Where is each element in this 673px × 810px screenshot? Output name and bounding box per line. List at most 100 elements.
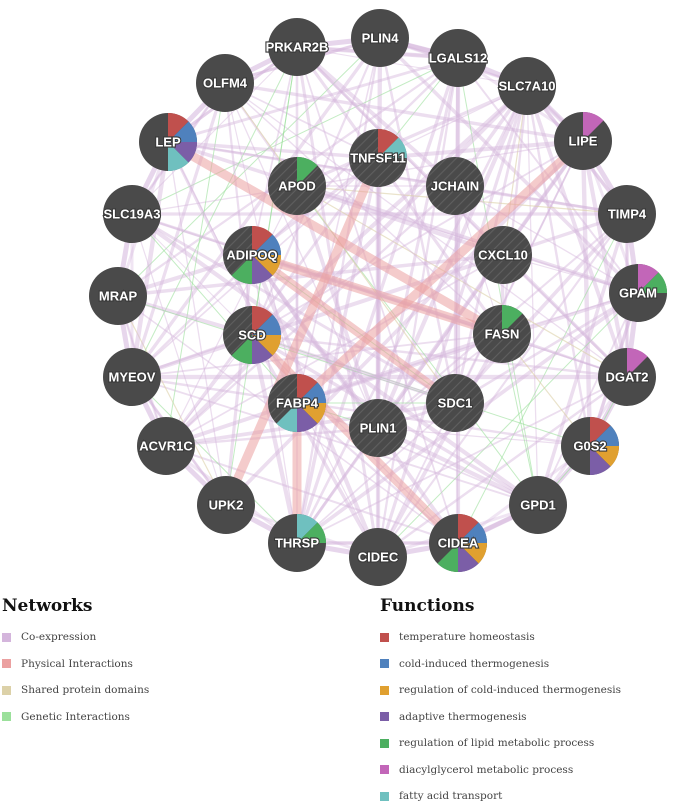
node-circle xyxy=(509,476,567,534)
gene-node-cidea[interactable]: CIDEA xyxy=(429,514,487,572)
node-circle xyxy=(197,476,255,534)
genetic-interaction-edge xyxy=(131,376,298,544)
gene-node-adipoq[interactable]: ADIPOQ xyxy=(223,226,281,284)
gene-node-apod[interactable]: APOD xyxy=(268,157,326,215)
gene-node-gpam[interactable]: GPAM xyxy=(609,264,667,322)
co-expression-edge xyxy=(295,45,504,336)
co-expression-edge xyxy=(166,140,640,295)
co-expression-edge xyxy=(164,156,380,448)
gene-node-cxcl10[interactable]: CXCL10 xyxy=(474,226,532,284)
gene-node-thrsp[interactable]: THRSP xyxy=(268,514,326,572)
node-label: FABP4 xyxy=(276,396,319,411)
gene-node-fasn[interactable]: FASN xyxy=(473,305,531,363)
gene-node-slc7a10[interactable]: SLC7A10 xyxy=(497,57,557,115)
co-expression-edge xyxy=(296,402,456,544)
gene-node-lipe[interactable]: LIPE xyxy=(554,112,612,170)
node-label: GPAM xyxy=(619,286,657,301)
gene-node-scd[interactable]: SCD xyxy=(223,306,281,364)
gene-node-plin4[interactable]: PLIN4 xyxy=(351,9,409,67)
node-circle xyxy=(598,185,656,243)
function-segment xyxy=(276,403,297,432)
gene-node-jchain[interactable]: JCHAIN xyxy=(426,157,484,215)
gene-node-tnfsf11[interactable]: TNFSF11 xyxy=(349,129,407,187)
function-segment xyxy=(583,112,604,141)
co-expression-edge xyxy=(536,212,629,507)
function-legend-swatch xyxy=(380,791,389,801)
co-expression-edge xyxy=(223,81,585,143)
co-expression-edge xyxy=(163,83,530,449)
gene-node-acvr1c[interactable]: ACVR1C xyxy=(137,417,195,475)
function-segment xyxy=(252,335,281,356)
gene-node-plin1[interactable]: PLIN1 xyxy=(349,399,407,457)
network-legend-item: Physical Interactions xyxy=(2,651,149,678)
functions-legend-title: Functions xyxy=(380,596,475,616)
function-legend-swatch xyxy=(380,685,389,695)
gene-node-upk2[interactable]: UPK2 xyxy=(197,476,255,534)
co-expression-edge xyxy=(129,139,171,380)
function-legend-label: diacylglycerol metabolic process xyxy=(399,763,574,776)
network-legend-label: Genetic Interactions xyxy=(21,710,130,723)
co-expression-edge xyxy=(131,333,503,378)
node-label: MRAP xyxy=(99,289,138,304)
node-label: TNFSF11 xyxy=(350,151,406,166)
co-expression-edge xyxy=(130,36,382,379)
gene-node-g0s2[interactable]: G0S2 xyxy=(561,417,619,475)
node-label: SLC19A3 xyxy=(103,207,160,222)
co-expression-edge xyxy=(378,36,457,405)
network-legend-swatch xyxy=(2,659,11,669)
co-expression-edge xyxy=(375,138,586,431)
co-expression-edge xyxy=(453,56,460,405)
gene-node-lep[interactable]: LEP xyxy=(139,113,197,171)
gene-node-mrap[interactable]: MRAP xyxy=(89,267,147,325)
function-legend-label: adaptive thermogenesis xyxy=(399,710,527,723)
gene-node-myeov[interactable]: MYEOV xyxy=(103,348,161,406)
gene-node-sdc1[interactable]: SDC1 xyxy=(426,374,484,432)
network-legend-item: Shared protein domains xyxy=(2,677,149,704)
physical-interaction-edge xyxy=(247,250,460,408)
co-expression-edge xyxy=(249,332,300,546)
function-legend-label: fatty acid transport xyxy=(399,790,503,803)
gene-node-cidec[interactable]: CIDEC xyxy=(349,528,407,586)
function-segment xyxy=(590,425,619,446)
co-expression-edge xyxy=(537,292,639,506)
co-expression-edge xyxy=(526,85,539,506)
function-segment xyxy=(252,234,281,255)
co-expression-edge xyxy=(525,84,629,379)
function-segment xyxy=(252,314,281,335)
co-expression-edge xyxy=(224,82,503,335)
genetic-interaction-edge xyxy=(131,213,298,404)
co-expression-edge xyxy=(251,140,584,336)
gene-node-gpd1[interactable]: GPD1 xyxy=(509,476,567,534)
gene-node-olfm4[interactable]: OLFM4 xyxy=(196,54,254,112)
gene-node-slc19a3[interactable]: SLC19A3 xyxy=(102,185,162,243)
gene-node-lgals12[interactable]: LGALS12 xyxy=(428,29,488,87)
gene-node-fabp4[interactable]: FABP4 xyxy=(268,374,326,432)
genetic-interaction-edge xyxy=(131,46,298,378)
co-expression-edge xyxy=(131,46,298,215)
function-segment xyxy=(297,403,326,424)
function-segment xyxy=(297,403,318,432)
function-legend-item: cold-induced thermogenesis xyxy=(380,651,621,678)
network-legend-swatch xyxy=(2,685,11,695)
node-label: ADIPOQ xyxy=(226,248,277,263)
genetic-interaction-edge xyxy=(377,292,639,558)
function-legend-item: regulation of lipid metabolic process xyxy=(380,730,621,757)
co-expression-edge xyxy=(296,37,381,404)
node-label: JCHAIN xyxy=(431,179,479,194)
gene-node-dgat2[interactable]: DGAT2 xyxy=(598,347,656,406)
gene-node-prkar2b[interactable]: PRKAR2B xyxy=(264,18,330,76)
co-expression-edge xyxy=(164,444,460,545)
co-expression-edge xyxy=(250,333,380,559)
co-expression-edge xyxy=(295,156,380,545)
genetic-interaction-edge xyxy=(251,334,591,447)
node-label: CXCL10 xyxy=(478,248,528,263)
co-expression-edge xyxy=(295,45,380,559)
function-segment xyxy=(638,264,659,293)
gene-node-timp4[interactable]: TIMP4 xyxy=(598,185,656,243)
network-legend-swatch xyxy=(2,712,11,722)
node-label: TIMP4 xyxy=(608,207,647,222)
genetic-interaction-edge xyxy=(457,213,628,544)
node-label: OLFM4 xyxy=(203,76,248,91)
